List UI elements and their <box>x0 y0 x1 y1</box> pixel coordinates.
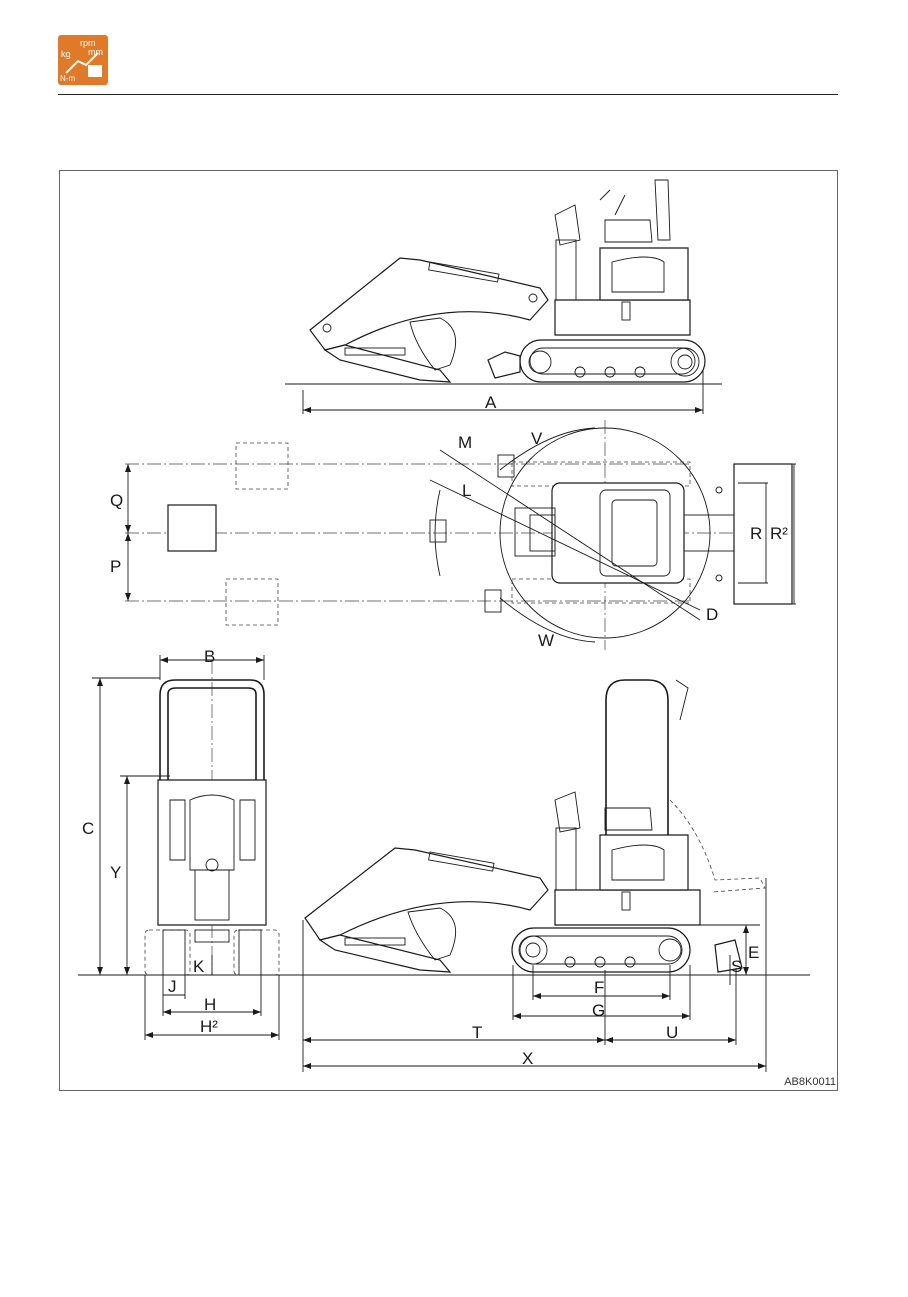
figure-code: AB8K0011 <box>784 1076 836 1088</box>
label-B: B <box>204 647 215 666</box>
label-K: K <box>193 957 205 976</box>
logo-rpm-text: rpm <box>80 38 96 48</box>
label-L: L <box>462 481 471 500</box>
label-J: J <box>168 977 177 996</box>
label-H2: H² <box>200 1017 218 1036</box>
label-X: X <box>522 1049 533 1068</box>
label-R: R <box>750 524 762 543</box>
logo-kg-text: kg <box>61 49 71 59</box>
label-S: S <box>731 957 742 976</box>
label-U: U <box>666 1023 678 1042</box>
label-V: V <box>531 429 543 448</box>
label-T: T <box>472 1023 482 1042</box>
specs-logo-icon: rpm mm kg N-m <box>58 35 108 85</box>
label-W: W <box>538 631 554 650</box>
label-A: A <box>485 393 497 412</box>
front-view <box>78 655 300 1040</box>
label-C: C <box>82 819 94 838</box>
logo-nm-text: N-m <box>60 74 75 83</box>
header-rule <box>58 94 838 95</box>
side-view-top <box>285 179 722 414</box>
label-R2: R² <box>770 524 788 543</box>
label-H: H <box>204 995 216 1014</box>
label-E: E <box>748 943 759 962</box>
label-F: F <box>594 978 604 997</box>
logo-mm-text: mm <box>88 47 103 57</box>
label-Y: Y <box>110 863 121 882</box>
label-Q: Q <box>110 491 123 510</box>
plan-view <box>125 420 796 650</box>
side-view-bottom <box>290 679 810 1072</box>
figure-frame <box>59 170 838 1091</box>
label-G: G <box>592 1001 605 1020</box>
label-M: M <box>458 433 472 452</box>
label-P: P <box>110 557 121 576</box>
label-D: D <box>706 605 718 624</box>
